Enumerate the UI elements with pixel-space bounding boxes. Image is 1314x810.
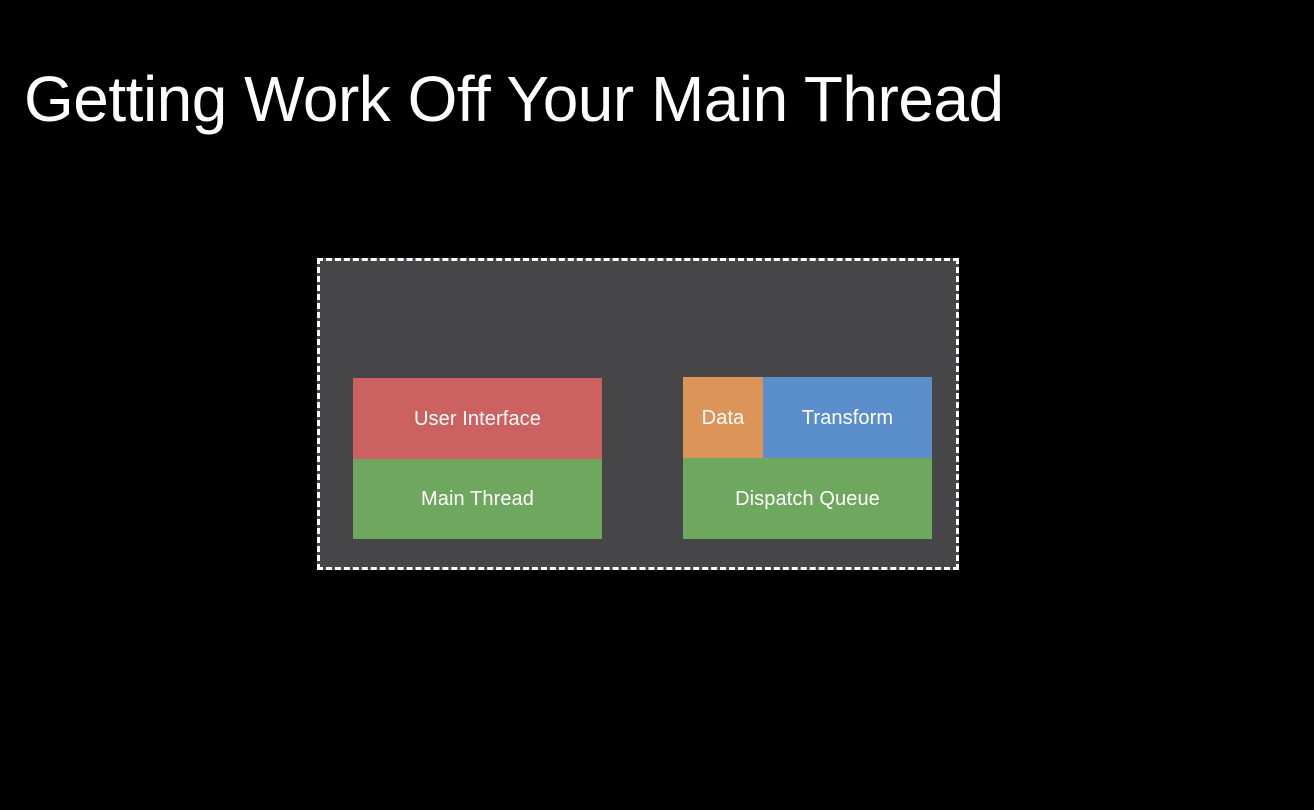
block-transform: Transform [763,377,932,458]
process-boundary: User Interface Main Thread Data Transfor… [317,258,959,570]
stack-row: User Interface [353,378,602,459]
block-user-interface: User Interface [353,378,602,459]
block-data: Data [683,377,763,458]
block-main-thread: Main Thread [353,459,602,539]
page-title: Getting Work Off Your Main Thread [24,62,1004,135]
stack-row: Dispatch Queue [683,458,932,539]
stack-row: Data Transform [683,377,932,458]
main-thread-stack: User Interface Main Thread [353,378,602,539]
dispatch-queue-stack: Data Transform Dispatch Queue [683,377,932,539]
stack-row: Main Thread [353,459,602,539]
block-dispatch-queue: Dispatch Queue [683,458,932,539]
